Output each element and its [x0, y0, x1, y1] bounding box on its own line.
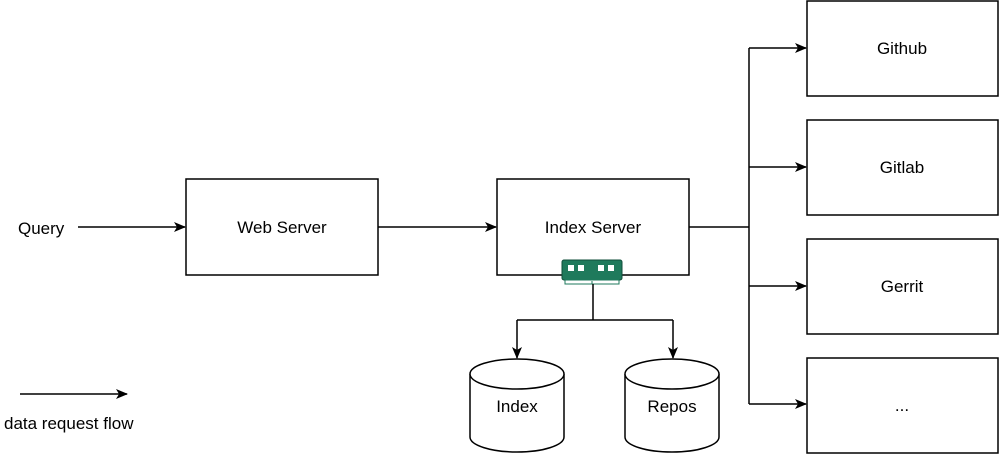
other-backend-box: ...: [806, 357, 999, 454]
gitlab-box: Gitlab: [806, 119, 999, 216]
index-server-label: Index Server: [545, 218, 642, 237]
ram-chip-icon: [561, 259, 623, 285]
gerrit-label: Gerrit: [881, 277, 924, 296]
legend: data request flow: [4, 389, 134, 433]
web-server-box: Web Server: [185, 178, 379, 276]
index-server-box: Index Server: [496, 178, 690, 276]
query-label: Query: [18, 219, 65, 238]
github-label: Github: [877, 39, 927, 58]
legend-label: data request flow: [4, 414, 134, 433]
index-store-cylinder: Index: [469, 358, 565, 453]
gerrit-box: Gerrit: [806, 238, 999, 335]
web-server-label: Web Server: [237, 218, 327, 237]
repos-store-label: Repos: [647, 397, 696, 416]
repos-store-cylinder: Repos: [624, 358, 720, 453]
gitlab-label: Gitlab: [880, 158, 924, 177]
other-backend-label: ...: [895, 396, 909, 415]
github-box: Github: [806, 0, 999, 97]
index-store-label: Index: [496, 397, 538, 416]
